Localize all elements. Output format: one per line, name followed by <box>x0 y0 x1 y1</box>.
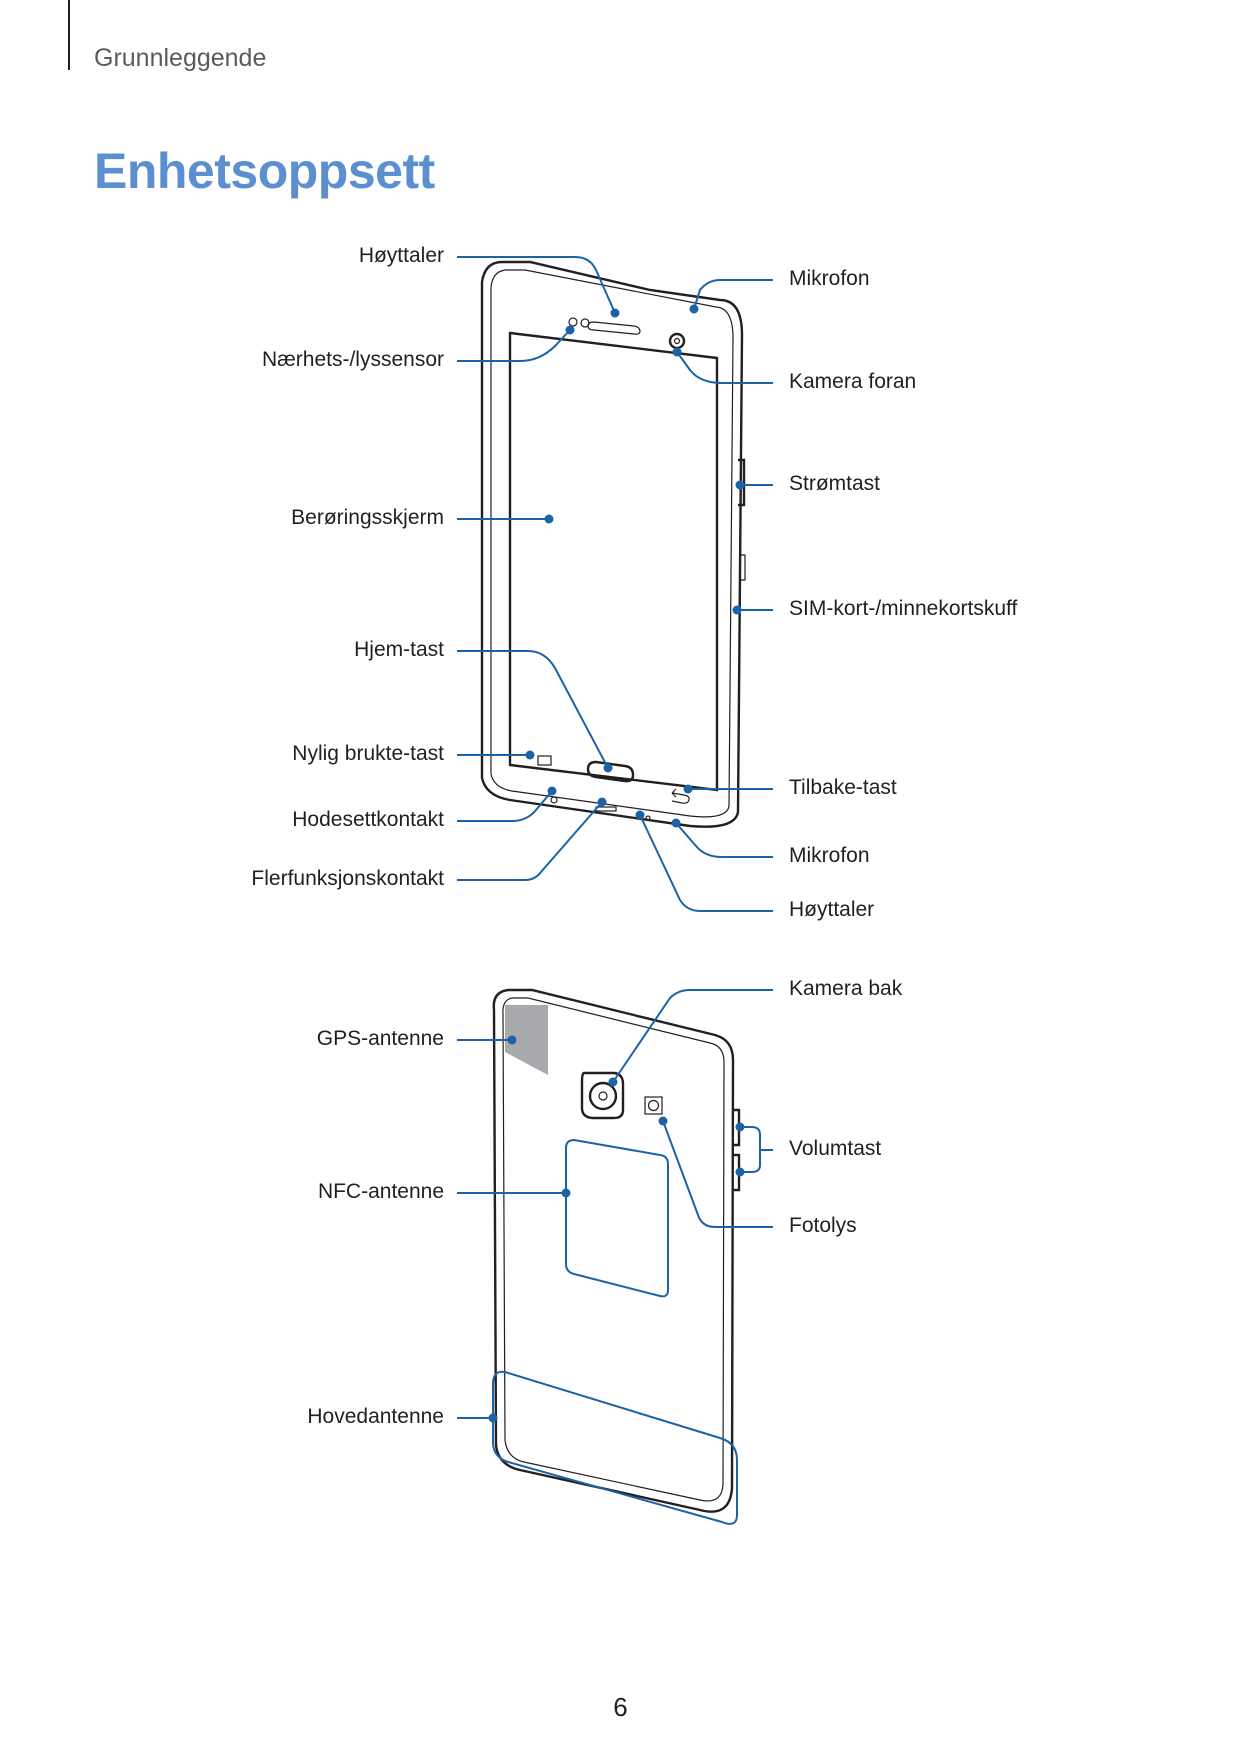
front-leaders <box>457 256 620 881</box>
label-kamera-foran: Kamera foran <box>789 370 917 393</box>
label-nfc-antenne: NFC-antenne <box>317 1180 444 1203</box>
label-beroringsskjerm: Berøringsskjerm <box>291 506 444 529</box>
label-naerhets-lyssensor: Nærhets-/lyssensor <box>261 348 444 371</box>
back-leaders <box>457 989 773 1423</box>
back-device <box>492 988 741 1525</box>
page-number: 6 <box>613 1692 628 1722</box>
label-hodesettkontakt: Hodesettkontakt <box>292 808 444 831</box>
label-hoyttaler-top: Høyttaler <box>358 244 444 267</box>
label-fotolys: Fotolys <box>789 1214 857 1237</box>
label-tilbake-tast: Tilbake-tast <box>789 776 897 799</box>
label-mikrofon-top: Mikrofon <box>789 267 870 290</box>
section-bar <box>68 0 70 70</box>
section-label: Grunnleggende <box>94 44 267 72</box>
label-stromtast: Strømtast <box>789 472 881 495</box>
label-volumtast: Volumtast <box>789 1137 882 1160</box>
label-hovedantenne: Hovedantenne <box>307 1405 444 1428</box>
front-device <box>480 260 746 828</box>
label-sim-kort-minnekortskuff: SIM-kort-/minnekortskuff <box>789 597 1018 620</box>
page-title: Enhetsoppsett <box>94 143 435 199</box>
label-flerfunksjonskontakt: Flerfunksjonskontakt <box>251 867 444 890</box>
front-leaders-right <box>635 279 773 912</box>
label-hjem-tast: Hjem-tast <box>354 638 444 661</box>
label-nylig-brukte-tast: Nylig brukte-tast <box>292 742 444 765</box>
label-hoyttaler-bottom: Høyttaler <box>789 898 875 921</box>
label-kamera-bak: Kamera bak <box>789 977 903 1000</box>
label-gps-antenne: GPS-antenne <box>316 1027 444 1050</box>
label-mikrofon-bottom: Mikrofon <box>789 844 870 867</box>
